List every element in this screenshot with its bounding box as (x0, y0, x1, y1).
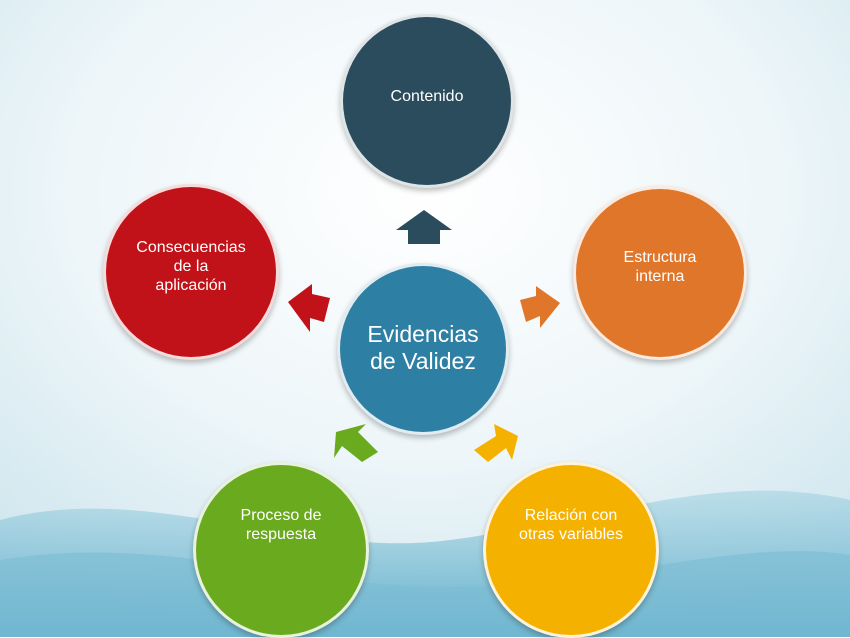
node-consecuencias-label: Consecuencias de la aplicación (136, 238, 246, 294)
node-estructura-label: Estructura interna (623, 249, 697, 285)
node-proceso-de-respuesta: Proceso de respuesta (193, 462, 369, 638)
arrow-up-icon (396, 210, 452, 244)
node-contenido: Contenido (340, 14, 514, 188)
node-relacion-otras-variables: Relación con otras variables (483, 462, 659, 638)
arrow-left-icon (288, 284, 330, 332)
node-relacion-label: Relación con otras variables (518, 507, 624, 543)
center-label: Evidencias de Validez (367, 321, 479, 374)
node-center-evidencias: Evidencias de Validez (337, 263, 509, 435)
node-consecuencias: Consecuencias de la aplicación (103, 184, 279, 360)
node-proceso-label: Proceso de respuesta (240, 507, 322, 543)
arrow-down-left-icon (334, 424, 378, 462)
arrow-right-icon (520, 286, 560, 328)
node-estructura-interna: Estructura interna (573, 186, 747, 360)
arrow-down-right-icon (474, 424, 518, 462)
node-contenido-label: Contenido (390, 87, 464, 105)
